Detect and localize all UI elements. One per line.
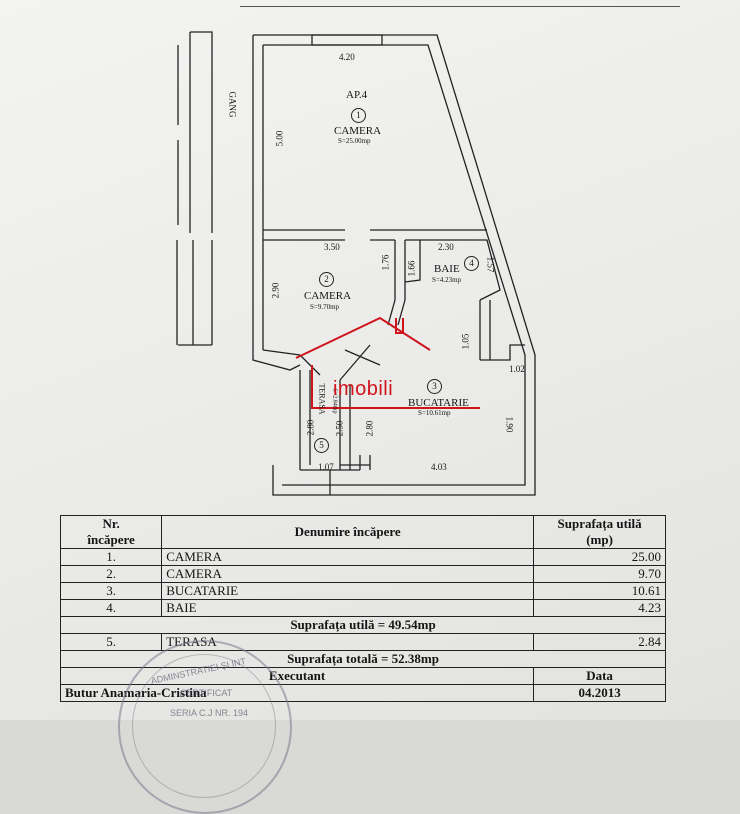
row-nr: 4. xyxy=(59,599,163,617)
room-area-4: S=4.23mp xyxy=(432,276,462,284)
watermark-logo: imobili xyxy=(333,378,394,400)
floor-plan xyxy=(176,31,536,496)
date-value: 04.2013 xyxy=(533,684,666,702)
top-edge-line xyxy=(240,0,680,7)
table-row: 1. CAMERA 25.00 xyxy=(59,548,666,566)
table-row: 3. BUCATARIE 10.61 xyxy=(59,582,666,600)
dim-label: 1.57 xyxy=(485,256,496,273)
dim-label: 1.90 xyxy=(504,416,515,433)
room-number-2: 2 xyxy=(319,272,334,287)
row-nr: 5. xyxy=(59,633,163,651)
room-number-1: 1 xyxy=(351,108,366,123)
room-number-3: 3 xyxy=(427,379,442,394)
useful-total-row: Suprafața utilă = 49.54mp xyxy=(60,616,666,634)
row-area: 25.00 xyxy=(533,548,666,566)
room-area-1: S=25.00mp xyxy=(338,137,371,145)
useful-total: Suprafața utilă = 49.54mp xyxy=(60,616,666,634)
room-number-4: 4 xyxy=(464,256,479,271)
row-name: CAMERA xyxy=(161,565,535,583)
dim-label: 2.80 xyxy=(305,419,316,436)
dim-label: 2.80 xyxy=(364,420,375,437)
row-name: BUCATARIE xyxy=(161,582,535,600)
room-name-2: CAMERA xyxy=(304,290,352,302)
dim-label: 4.03 xyxy=(431,462,447,472)
dim-label: 1.07 xyxy=(318,462,334,472)
dim-label: 3.50 xyxy=(324,242,340,252)
header-nr: Nr. încăpere xyxy=(59,515,163,549)
room-name-4: BAIE xyxy=(434,263,460,275)
header-name: Denumire încăpere xyxy=(161,515,535,549)
row-nr: 1. xyxy=(59,548,163,566)
table-row: 4. BAIE 4.23 xyxy=(59,599,666,617)
dim-label: 2.50 xyxy=(334,420,345,437)
room-name-5: TERASA xyxy=(317,383,327,415)
header-area: Suprafața utilă (mp) xyxy=(533,515,666,549)
apartment-label: AP.4 xyxy=(346,89,368,101)
room-name-3: BUCATARIE xyxy=(408,397,469,409)
room-number-5: 5 xyxy=(314,438,329,453)
dim-label: 4.20 xyxy=(339,52,355,62)
stamp-text: SERIA C.J NR. 194 xyxy=(170,708,249,718)
date-label: Data xyxy=(533,667,666,685)
table-row: 2. CAMERA 9.70 xyxy=(59,565,666,583)
room-area-2: S=9.70mp xyxy=(310,303,340,311)
table-header-row: Nr. încăpere Denumire încăpere Suprafața… xyxy=(59,515,666,549)
dim-label: 1.02 xyxy=(509,364,525,374)
dim-label: 1.76 xyxy=(380,254,391,271)
row-area: 9.70 xyxy=(533,565,666,583)
room-area-3: S=10.61mp xyxy=(418,409,451,417)
dim-label: 2.30 xyxy=(438,242,454,252)
row-name: BAIE xyxy=(161,599,535,617)
stamp-text: CERTIFICAT xyxy=(180,688,233,698)
dim-label: 5.00 xyxy=(274,130,285,147)
dim-label: 2.90 xyxy=(270,282,281,299)
row-nr: 2. xyxy=(59,565,163,583)
dim-label: 1.05 xyxy=(460,333,471,350)
row-nr: 3. xyxy=(59,582,163,600)
row-area: 2.84 xyxy=(533,633,666,651)
row-area: 10.61 xyxy=(533,582,666,600)
room-name-1: CAMERA xyxy=(334,125,382,137)
table-row: 5. TERASA 2.84 xyxy=(59,633,666,651)
street-label: GANG xyxy=(227,91,238,118)
row-name: CAMERA xyxy=(161,548,535,566)
row-area: 4.23 xyxy=(533,599,666,617)
dim-label: 1.66 xyxy=(406,260,417,277)
